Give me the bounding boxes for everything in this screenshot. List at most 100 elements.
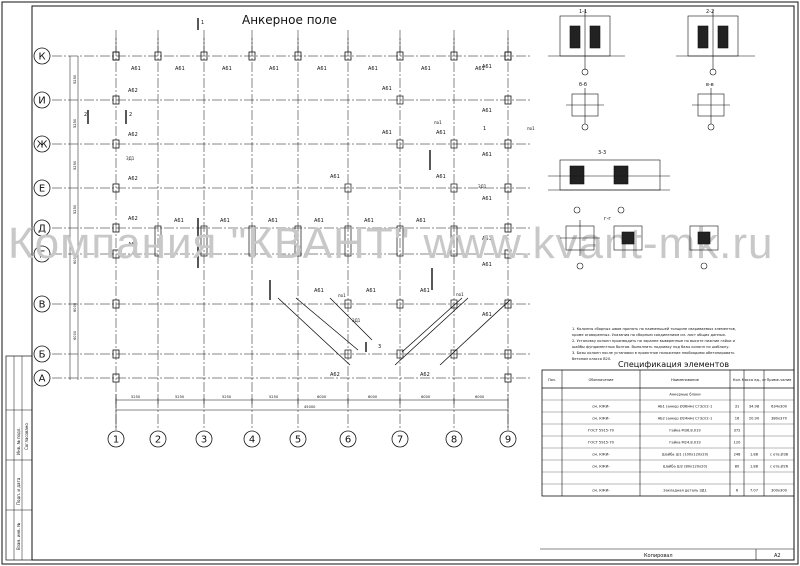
label-a62: А62 xyxy=(420,372,430,378)
col-axis-label: 1 xyxy=(113,435,119,446)
section-title-1-1: 1-1 xyxy=(579,9,587,15)
stamp-label-2: Подп. и дата xyxy=(16,477,21,505)
row-axis-label: В xyxy=(39,300,46,311)
anchor-block xyxy=(504,299,512,309)
row-bubble-5: Д xyxy=(33,219,51,237)
row-axis-label: Е xyxy=(39,184,45,195)
row-axis-label: Б xyxy=(39,350,46,361)
anchor-block-pair xyxy=(248,225,256,257)
row-dim-5: 6000 xyxy=(73,254,77,264)
spec-cell: Шайба Ш1 (100х120х20) xyxy=(662,453,709,457)
row-axis-label: К xyxy=(38,52,45,63)
spec-cell: см. КЖИ- xyxy=(592,465,610,469)
label-a61: А61 xyxy=(314,288,324,294)
spec-cell: с отв.Ø38 xyxy=(770,452,789,457)
cut-mark-2-right: 2 xyxy=(129,112,132,118)
stamp-label-3: Инв. № подл. xyxy=(16,427,21,455)
bay-dimension: 6000 xyxy=(421,395,431,399)
anchor-block xyxy=(112,139,120,149)
label-a61: А61 xyxy=(382,86,392,92)
anchor-block xyxy=(504,51,512,61)
bay-dimension: 6000 xyxy=(475,395,485,399)
row-bubble-8: Б xyxy=(33,345,51,363)
anchor-block xyxy=(112,95,120,105)
section-title-2-2: 2-2 xyxy=(706,9,714,15)
anchor-block xyxy=(450,139,458,149)
row-bubble-9: А xyxy=(33,369,51,387)
row-dim-1: 5250 xyxy=(73,74,77,84)
bottom-dimension-chain xyxy=(115,394,509,430)
anchor-block xyxy=(396,139,404,149)
po1-label-1: по1 xyxy=(434,120,442,125)
spec-cell: 34.98 xyxy=(749,405,760,409)
anchor-block xyxy=(112,249,120,259)
spec-cell: 1.88 xyxy=(750,453,759,457)
spec-header-cell: Наименование xyxy=(671,378,700,382)
anchor-block-pair xyxy=(294,225,302,257)
label-a61: А61 xyxy=(416,218,426,224)
spec-cell: см. КЖИ- xyxy=(592,453,610,457)
anchor-block xyxy=(344,299,352,309)
note-line: бетоном класса В20. xyxy=(572,357,611,361)
label-a61: А61 xyxy=(220,218,230,224)
label-a61: А61 xyxy=(366,288,376,294)
label-a61: А61 xyxy=(317,66,327,72)
grid-row-lines xyxy=(52,55,530,379)
zd1-label-1: ЗД1 xyxy=(126,156,135,161)
zd1-label-2: ЗД1 xyxy=(478,184,487,189)
spec-cell: 1.88 xyxy=(750,465,759,469)
label-a62: А62 xyxy=(128,176,138,182)
row-bubble-4: Е xyxy=(33,179,51,197)
anchor-block xyxy=(344,183,352,193)
anchor-block xyxy=(112,299,120,309)
label-a61: А61 xyxy=(269,66,279,72)
anchor-block xyxy=(396,349,404,359)
spec-cell: Гайка М36.8.019 xyxy=(669,429,701,433)
anchor-block xyxy=(504,95,512,105)
note-line: 3. Базы колонн после установки в проектн… xyxy=(572,351,735,355)
anchor-block-pair xyxy=(344,225,352,257)
anchor-block xyxy=(450,183,458,193)
label-a61: А61 xyxy=(482,236,492,242)
section-cut-markers xyxy=(87,18,433,352)
stamp-label-1: Взам. инв. № xyxy=(16,523,21,550)
label-a61: А61 xyxy=(382,130,392,136)
label-a61: А61 xyxy=(482,196,492,202)
col-axis-label: 4 xyxy=(249,435,255,446)
col-bubble-6: 6 xyxy=(339,430,357,448)
spec-cell: см. КЖИ- xyxy=(592,489,610,493)
anchor-block xyxy=(504,349,512,359)
cut-mark-1-top: 1 xyxy=(201,20,204,26)
col-bubble-2: 2 xyxy=(149,430,167,448)
col-axis-label: 7 xyxy=(397,435,403,446)
col-axis-label: 3 xyxy=(201,435,207,446)
anchor-block xyxy=(504,139,512,149)
col-bubble-7: 7 xyxy=(391,430,409,448)
label-a61: А61 xyxy=(314,218,324,224)
label-a61: А61 xyxy=(131,66,141,72)
section-title-gg: г-г xyxy=(604,216,611,222)
spec-header-cell: Поз. xyxy=(548,378,556,382)
spec-cell: ГОСТ 5915-70 xyxy=(588,429,615,433)
spec-cell: Гайка М24.8.019 xyxy=(669,441,701,445)
anchor-block xyxy=(504,373,512,383)
label-a61: А61 xyxy=(436,174,446,180)
label-a61: А61 xyxy=(420,288,430,294)
bay-dimension: 5250 xyxy=(131,395,141,399)
bay-dimension: 5250 xyxy=(222,395,232,399)
label-a62: А62 xyxy=(128,216,138,222)
anchor-block xyxy=(112,51,120,61)
note-line: шайбы фундаментных болтов. Выполнить под… xyxy=(572,345,730,349)
spec-cell: 7.07 xyxy=(750,489,758,493)
anchor-block xyxy=(112,183,120,193)
label-a61: А61 xyxy=(436,130,446,136)
label-a61: А61 xyxy=(368,66,378,72)
col-bubble-3: 3 xyxy=(195,430,213,448)
col-bubble-1: 1 xyxy=(107,430,125,448)
anchor-block-pair xyxy=(450,225,458,257)
spec-cell: ГОСТ 5915-70 xyxy=(588,441,615,445)
anchor-block xyxy=(504,249,512,259)
label-a61: А61 xyxy=(330,174,340,180)
